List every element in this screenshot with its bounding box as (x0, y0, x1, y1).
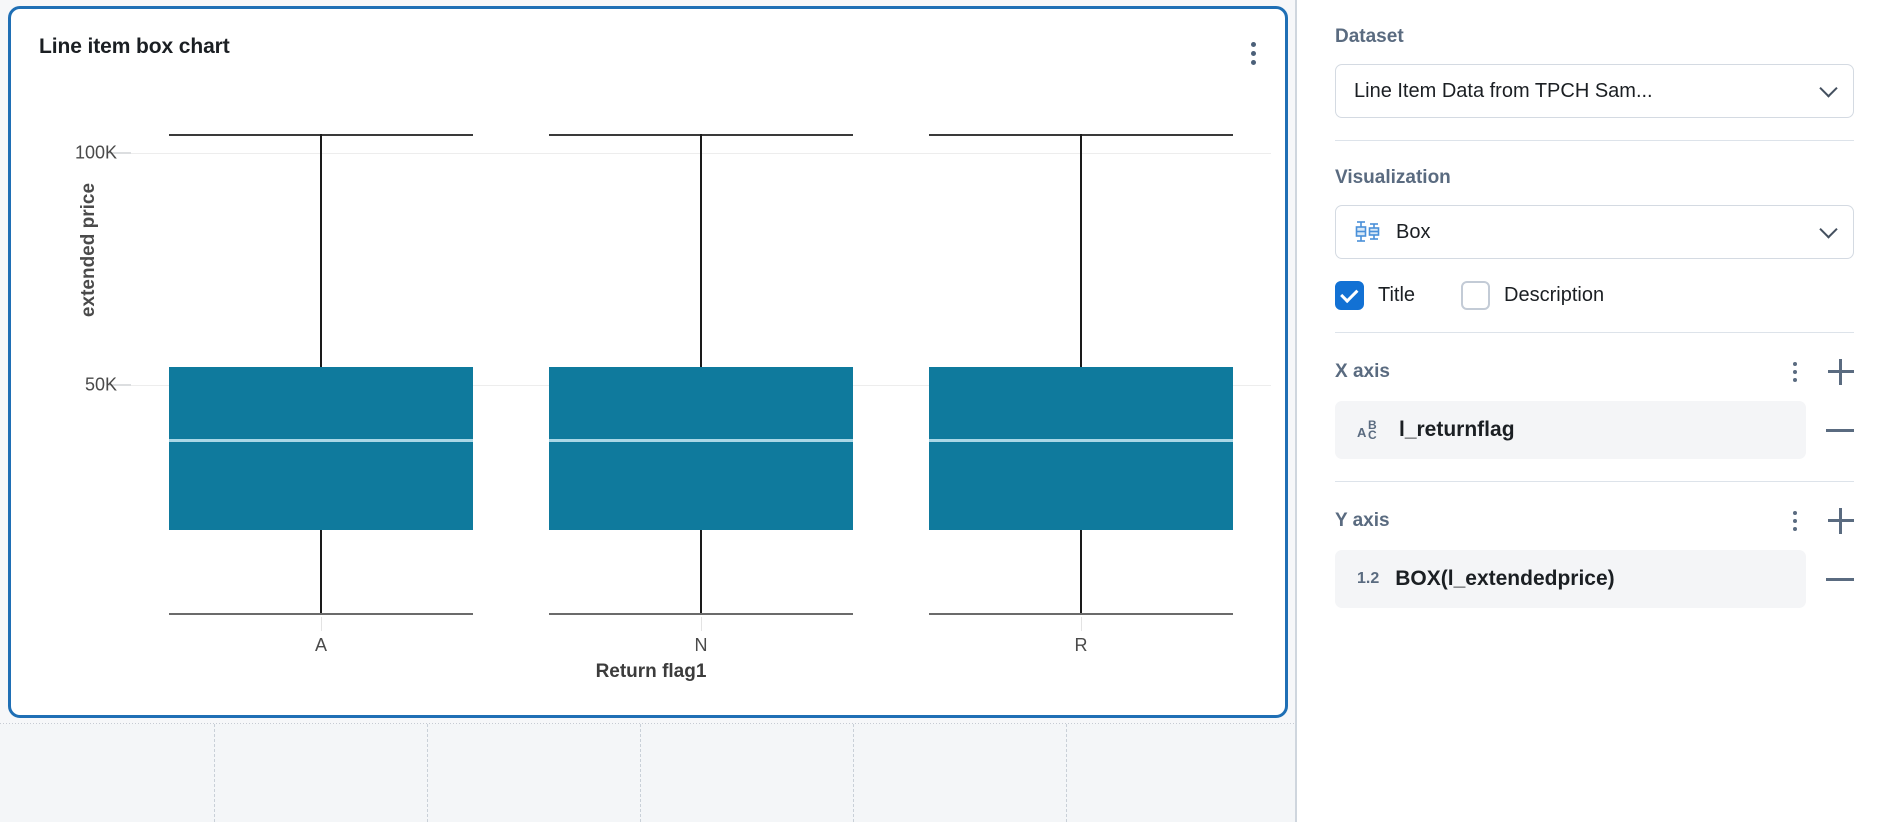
y-tick-label: 50K (84, 374, 117, 395)
x-axis-remove-minus-icon[interactable] (1826, 428, 1854, 432)
chevron-down-icon (1819, 79, 1838, 98)
x-tick-mark (321, 617, 322, 631)
x-axis-field-name: l_returnflag (1399, 418, 1515, 441)
whisker-cap-lower (929, 612, 1233, 615)
x-axis-label: X axis (1335, 361, 1390, 382)
box-plot-N[interactable] (549, 9, 853, 715)
x-tick-label: R (1074, 635, 1088, 655)
y-axis-field-name: BOX(l_extendedprice) (1395, 567, 1615, 590)
whisker-lower (320, 530, 322, 613)
y-axis-label: Y axis (1335, 510, 1390, 531)
y-tick-mark (109, 152, 131, 154)
grid-column-line (640, 724, 641, 822)
visualization-select[interactable]: Box (1335, 205, 1854, 259)
median-line (549, 438, 853, 442)
chart-card[interactable]: Line item box chart extended price Retur… (8, 6, 1288, 718)
y-axis-plus-icon[interactable] (1828, 508, 1854, 534)
box-iqr (549, 367, 853, 531)
median-line (929, 438, 1233, 442)
grid-column-line (214, 724, 215, 822)
x-axis-plus-icon[interactable] (1828, 359, 1854, 385)
y-tick-mark (109, 384, 131, 386)
grid-column-line (1066, 724, 1067, 822)
kebab-menu-icon[interactable] (1241, 39, 1265, 67)
page-title: Line item box chart (39, 35, 230, 58)
dataset-select-value: Line Item Data from TPCH Sam... (1354, 79, 1653, 102)
title-checkbox-label: Title (1378, 284, 1416, 306)
section-divider (1335, 481, 1854, 482)
dashboard-canvas: Line item box chart extended price Retur… (0, 0, 1297, 822)
whisker-upper (320, 134, 322, 368)
grid-column-line (853, 724, 854, 822)
section-divider (1335, 332, 1854, 333)
x-tick-label: N (694, 635, 708, 655)
description-checkbox-label: Description (1504, 284, 1605, 306)
box-plot-R[interactable] (929, 9, 1233, 715)
description-checkbox[interactable] (1461, 281, 1491, 310)
y-axis-remove-minus-icon[interactable] (1826, 577, 1854, 581)
number-type-icon: 1.2 (1357, 570, 1380, 587)
y-axis-section: Y axis 1.2 BOX(l_extendedprice) (1335, 482, 1854, 630)
x-tick-label: A (314, 635, 328, 655)
median-line (169, 438, 473, 442)
visualization-section: Visualization (1335, 141, 1854, 332)
title-checkbox[interactable] (1335, 281, 1364, 310)
whisker-upper (1080, 134, 1082, 368)
whisker-cap-lower (169, 612, 473, 615)
dataset-label: Dataset (1335, 26, 1404, 47)
grid-column-line (427, 724, 428, 822)
box-plot-A[interactable] (169, 9, 473, 715)
y-axis-field-row: 1.2 BOX(l_extendedprice) (1335, 550, 1854, 608)
y-axis-field-chip[interactable]: 1.2 BOX(l_extendedprice) (1335, 550, 1806, 608)
y-axis-kebab-menu-icon[interactable] (1784, 509, 1806, 533)
visualization-label: Visualization (1335, 167, 1451, 188)
settings-panel: Dataset Line Item Data from TPCH Sam... … (1297, 0, 1892, 822)
visualization-select-value: Box (1396, 220, 1431, 243)
x-axis-title: Return flag1 (595, 661, 707, 682)
whisker-lower (700, 530, 702, 613)
visualization-toggles: Title Description (1335, 281, 1854, 310)
whisker-lower (1080, 530, 1082, 613)
chevron-down-icon (1819, 220, 1838, 239)
dataset-section: Dataset Line Item Data from TPCH Sam... (1335, 0, 1854, 140)
x-axis-kebab-menu-icon[interactable] (1784, 360, 1806, 384)
x-tick-mark (1081, 617, 1082, 631)
x-tick-mark (701, 617, 702, 631)
box-plot-icon (1354, 219, 1384, 245)
section-divider (1335, 140, 1854, 141)
canvas-grid-area (0, 724, 1295, 822)
y-axis-title: extended price (78, 182, 99, 318)
box-iqr (929, 367, 1233, 531)
dataset-select[interactable]: Line Item Data from TPCH Sam... (1335, 64, 1854, 118)
box-iqr (169, 367, 473, 531)
whisker-upper (700, 134, 702, 368)
whisker-cap-lower (549, 612, 853, 615)
y-tick-label: 100K (74, 142, 117, 163)
box-chart-plot: extended price Return flag1 100K 50K A N R (11, 9, 1285, 715)
